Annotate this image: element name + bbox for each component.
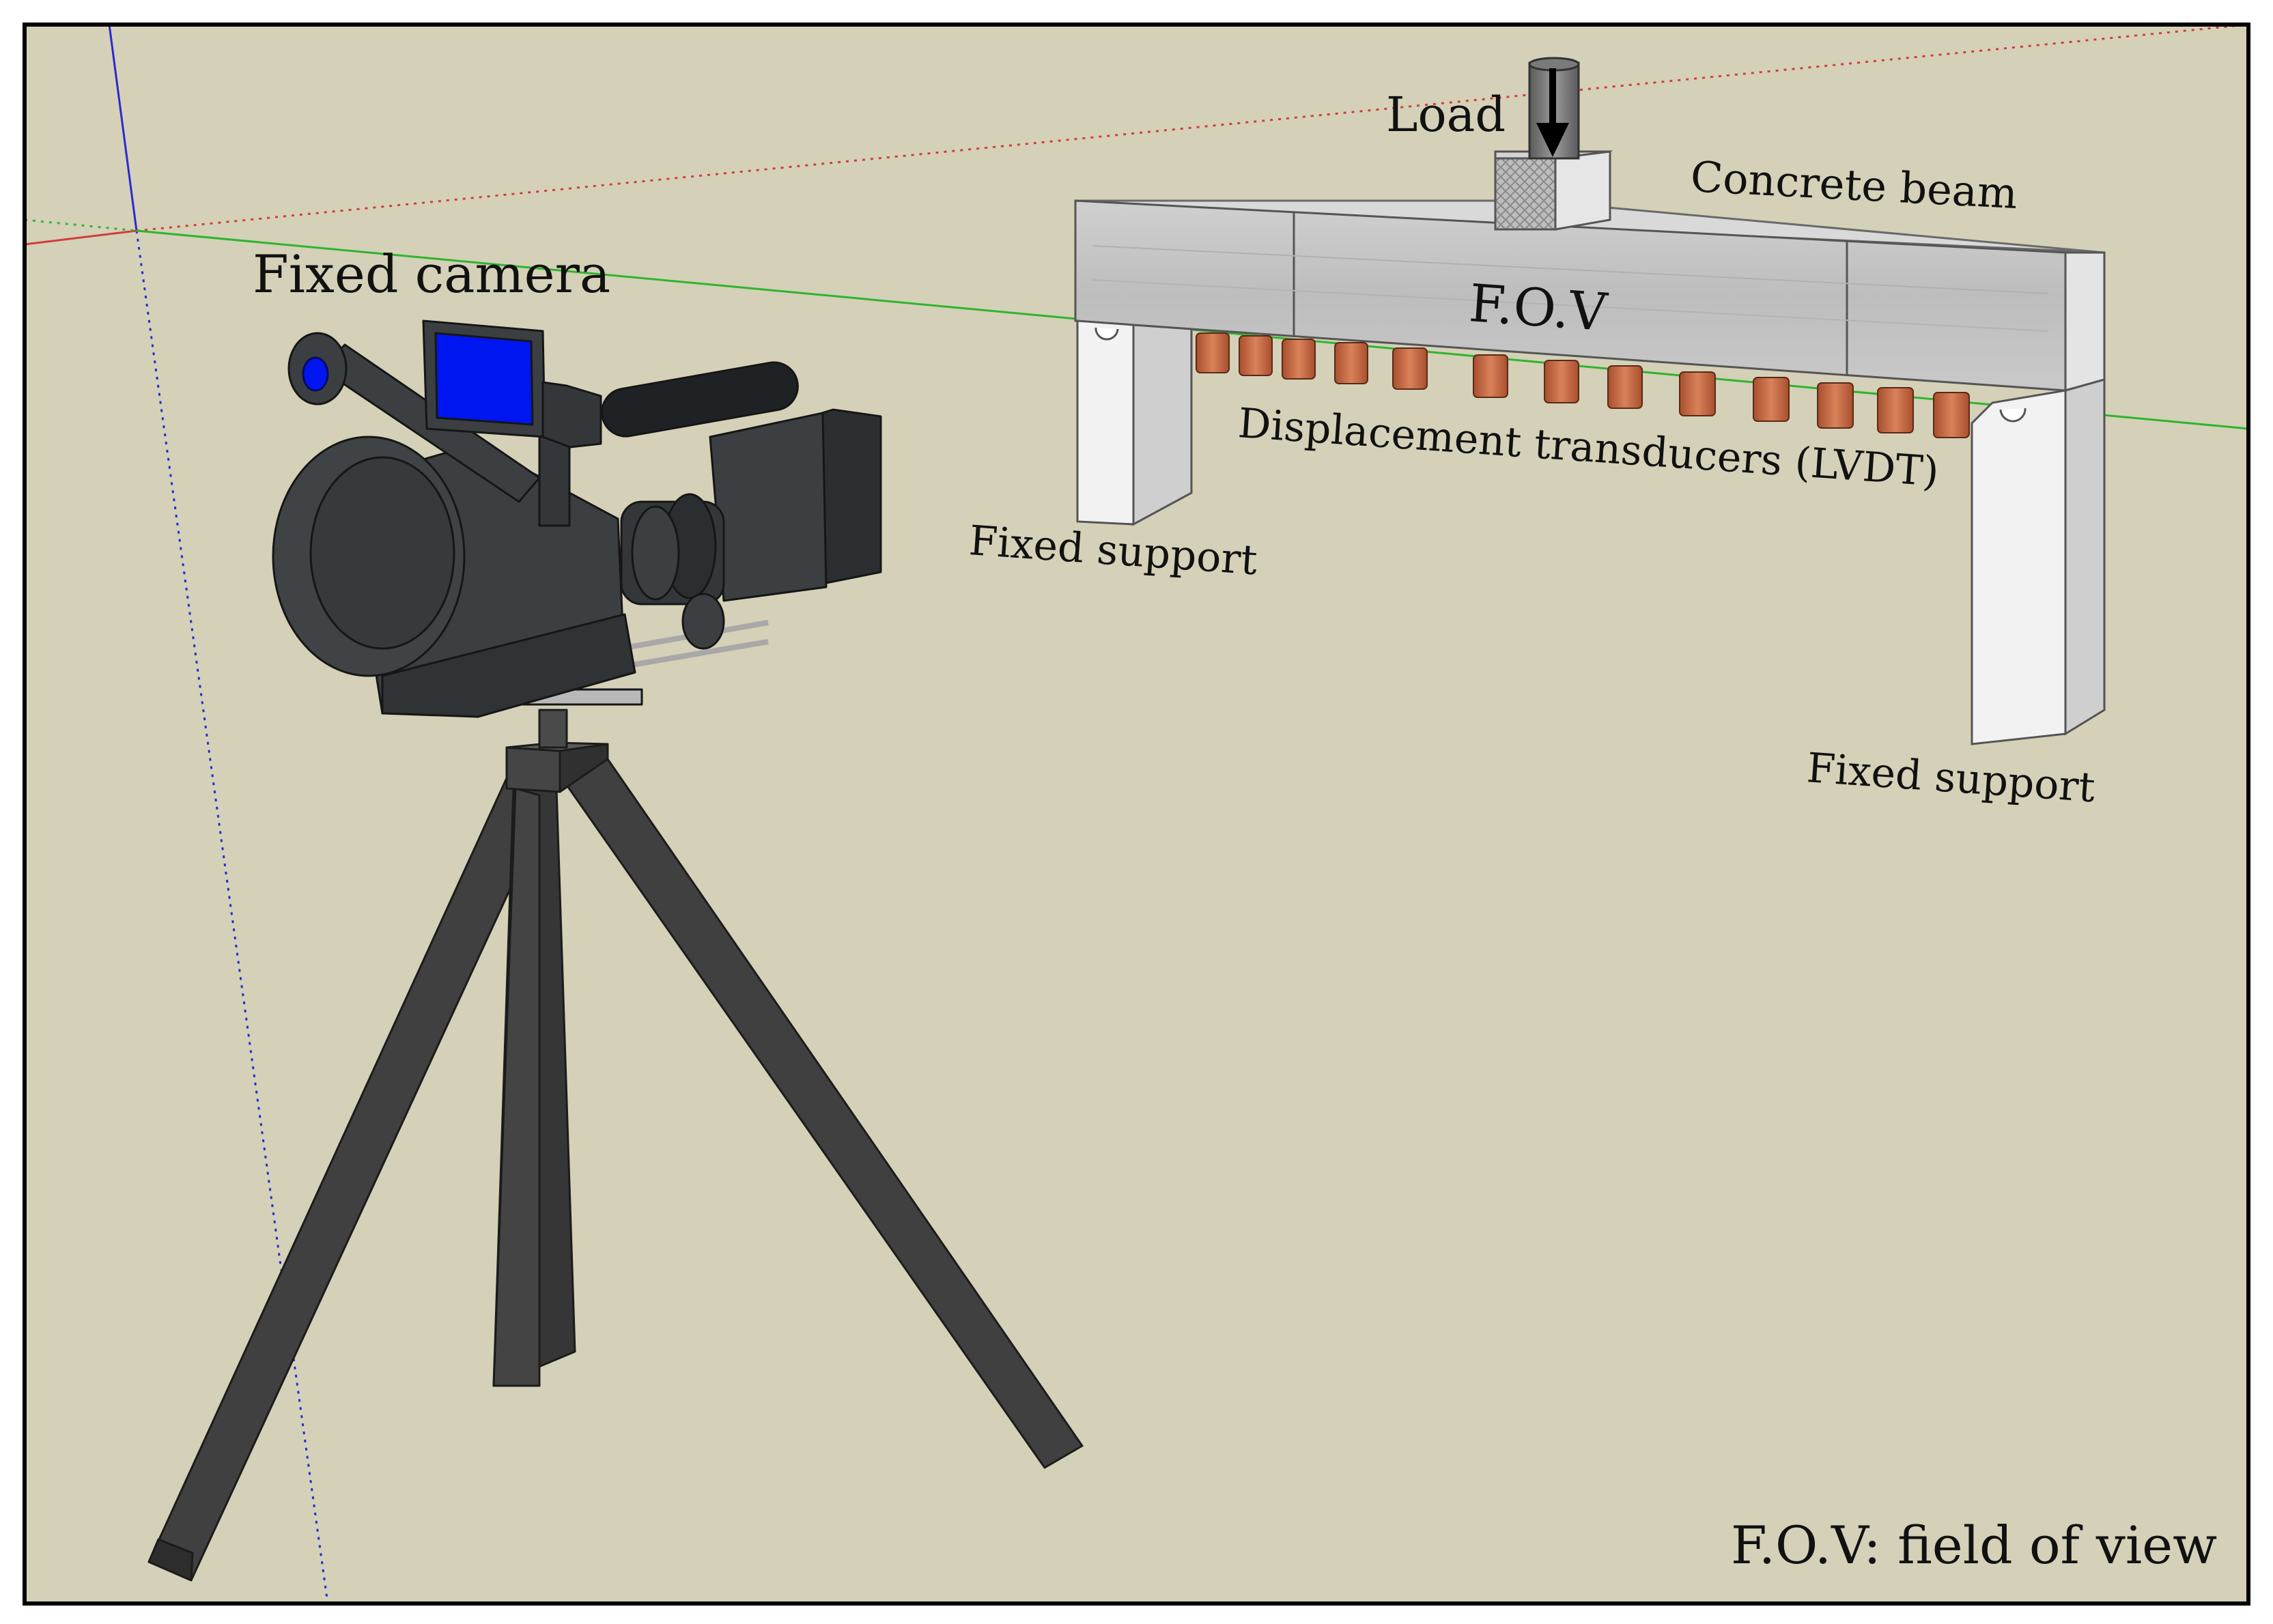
lvdt bbox=[1753, 377, 1790, 422]
load-assembly bbox=[1494, 57, 1613, 231]
blue-axis-line bbox=[108, 24, 138, 231]
lvdt bbox=[1196, 332, 1230, 373]
load-plate-front bbox=[1494, 157, 1557, 231]
fov-label: F.O.V bbox=[1467, 272, 1610, 343]
camera-film-reel-inner bbox=[309, 456, 455, 650]
blue-axis-dotted bbox=[135, 230, 329, 1604]
legend-label: F.O.V: field of view bbox=[1731, 1515, 2217, 1576]
camera-microphone bbox=[601, 361, 799, 438]
fixed-camera-label: Fixed camera bbox=[253, 244, 610, 304]
lvdt bbox=[1877, 387, 1914, 433]
load-plate-side bbox=[1554, 150, 1611, 231]
diagram-frame bbox=[23, 23, 2250, 1606]
support-left-roller bbox=[1095, 327, 1119, 341]
tripod-leg-left-side bbox=[147, 1538, 194, 1582]
camera-monitor-bracket bbox=[541, 381, 602, 448]
tripod-leg-center-front bbox=[492, 787, 541, 1387]
tripod-post bbox=[538, 709, 568, 749]
lvdt bbox=[1282, 339, 1316, 380]
camera-lens-ring-2 bbox=[631, 505, 680, 601]
green-axis-dotted bbox=[24, 218, 137, 232]
lvdt bbox=[1239, 335, 1273, 376]
beam-texture-2 bbox=[1092, 279, 2049, 332]
lvdt bbox=[1334, 342, 1368, 384]
tripod-head-front bbox=[505, 746, 561, 793]
camera-focus-knob bbox=[681, 593, 725, 650]
red-axis-dotted bbox=[136, 23, 2249, 232]
video-camera-icon bbox=[272, 319, 882, 718]
support-right-side bbox=[2064, 378, 2106, 736]
lvdt bbox=[1607, 365, 1643, 409]
lvdt bbox=[1933, 392, 1970, 438]
camera-viewfinder-lens bbox=[302, 356, 329, 392]
camera-body-lower bbox=[381, 613, 636, 718]
load-label: Load bbox=[1386, 87, 1506, 143]
lvdt bbox=[1544, 360, 1579, 403]
lvdt bbox=[1817, 382, 1854, 429]
tripod-icon bbox=[147, 709, 1084, 1582]
camera-rod-2 bbox=[627, 639, 769, 668]
support-left-side bbox=[1132, 324, 1193, 526]
lvdt-group bbox=[1196, 332, 1970, 438]
arrow-down-icon bbox=[1536, 68, 1569, 157]
beam-texture-1 bbox=[1092, 245, 2049, 294]
lvdt bbox=[1473, 354, 1508, 398]
support-right-roller bbox=[1999, 408, 2027, 423]
support-left bbox=[1076, 319, 1193, 526]
support-left-front bbox=[1076, 319, 1135, 526]
beam-end-face bbox=[2064, 251, 2106, 392]
camera-hood-front bbox=[709, 412, 828, 602]
red-axis-line bbox=[24, 229, 137, 246]
lvdt bbox=[1679, 371, 1716, 416]
support-right bbox=[1971, 378, 2106, 745]
camera-monitor-screen bbox=[434, 332, 534, 426]
support-right-front bbox=[1971, 389, 2067, 745]
lvdt bbox=[1392, 347, 1428, 390]
